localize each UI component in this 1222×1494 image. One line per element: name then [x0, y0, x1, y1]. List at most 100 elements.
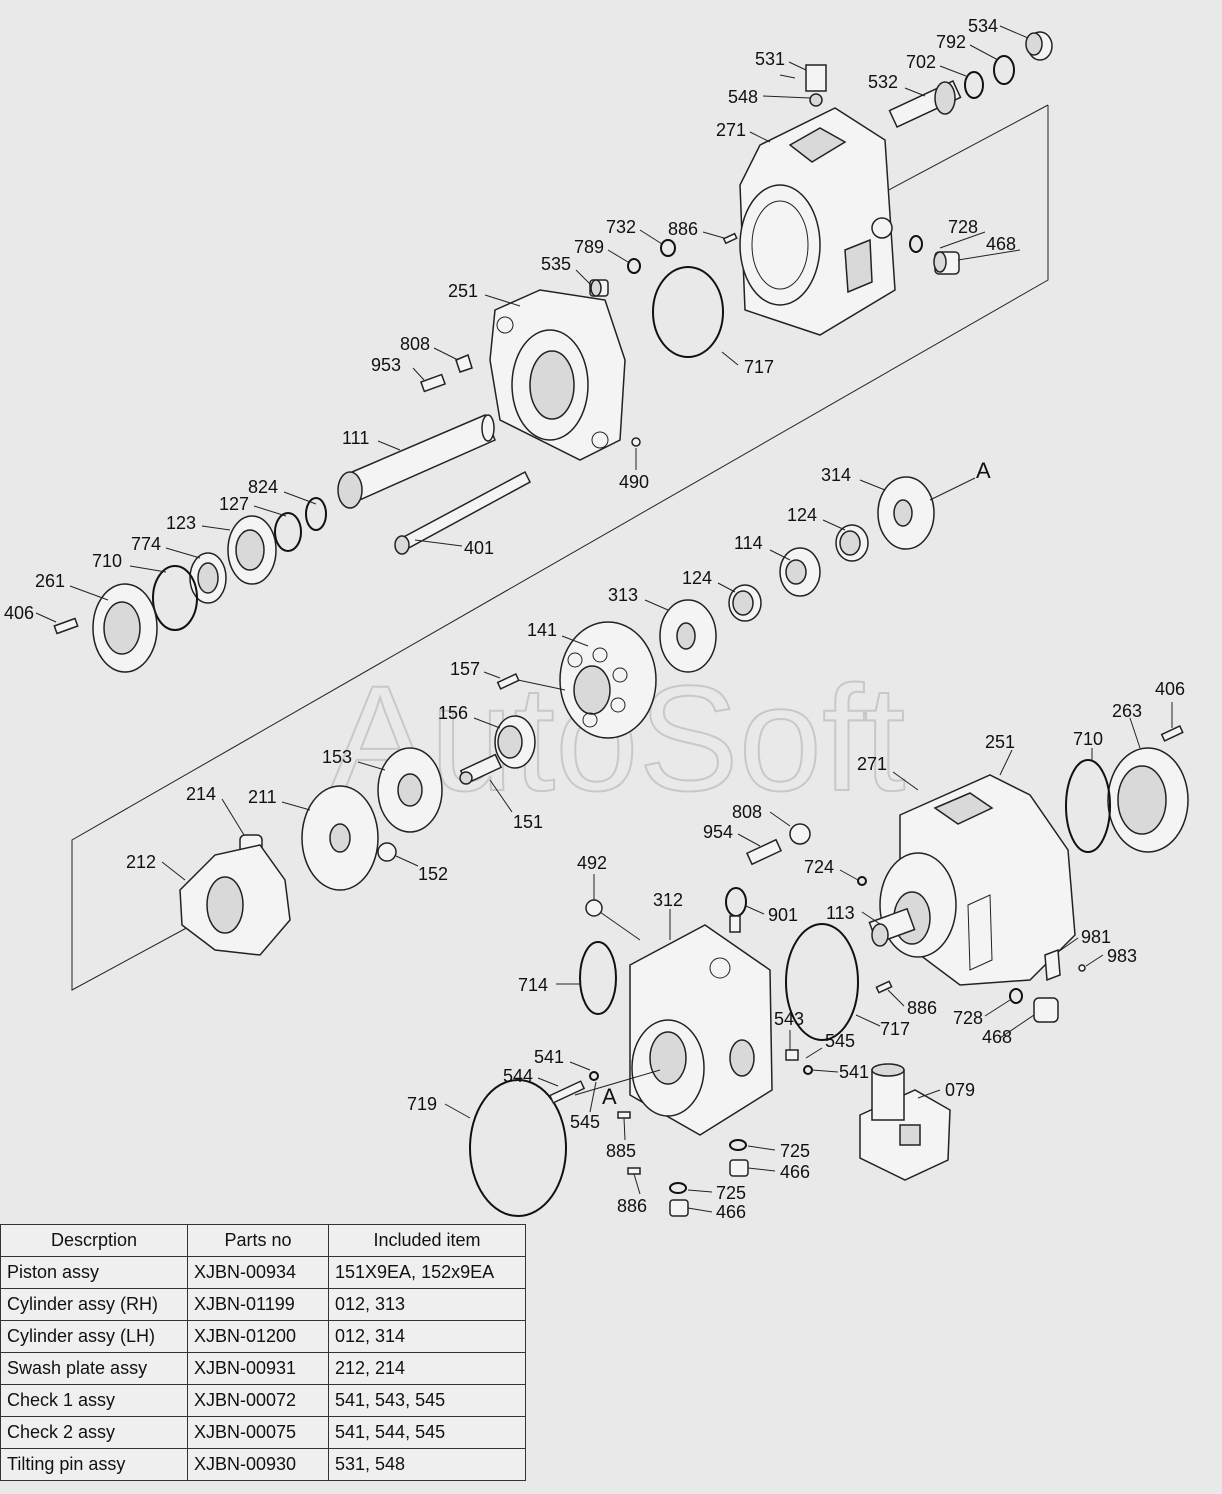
part-792-oring	[993, 55, 1015, 85]
part-532-stopper	[888, 80, 962, 128]
cell-parts-no: XJBN-00072	[187, 1384, 329, 1417]
part-886-pin	[722, 232, 738, 245]
part-901-eye-bolt	[725, 887, 747, 933]
table-row: Piston assy XJBN-00934 151X9EA, 152x9EA	[0, 1256, 526, 1289]
callout: 152	[418, 864, 448, 884]
part-531-tilting-pin	[805, 64, 827, 92]
part-406-bolt	[53, 617, 79, 635]
callout: 824	[248, 477, 278, 497]
part-124-needle-bearing	[835, 524, 869, 562]
part-954-setscrew	[745, 838, 783, 866]
table-row: Check 2 assy XJBN-00075 541, 544, 545	[0, 1416, 526, 1449]
part-725-oring-2	[669, 1182, 687, 1194]
column-header-description: Descrption	[0, 1224, 188, 1257]
callout: 113	[826, 903, 855, 923]
part-885-pin	[617, 1111, 631, 1119]
part-156-bushing	[494, 715, 536, 769]
callout: 728	[953, 1008, 983, 1028]
part-406-bolt-2	[1160, 725, 1184, 742]
callout: 728	[948, 217, 978, 237]
callout: 151	[513, 812, 543, 832]
cell-description: Cylinder assy (LH)	[0, 1320, 188, 1353]
callout: 886	[668, 219, 698, 239]
callout: 901	[768, 905, 798, 925]
callout: 534	[968, 16, 998, 36]
callout: 114	[734, 533, 763, 553]
callout: 714	[518, 975, 548, 995]
cell-included-item: 012, 314	[328, 1320, 526, 1353]
part-261-seal-cover	[92, 583, 158, 673]
callout: 808	[732, 802, 762, 822]
callout: 312	[653, 890, 683, 910]
part-543-stem	[785, 1049, 799, 1061]
part-541-seat-2	[803, 1065, 813, 1075]
cell-description: Tilting pin assy	[0, 1448, 188, 1481]
cell-included-item: 541, 544, 545	[328, 1416, 526, 1449]
table-header-row: Descrption Parts no Included item	[0, 1224, 526, 1257]
callout: 732	[606, 217, 636, 237]
callout: 531	[755, 49, 785, 69]
part-534-cap	[1025, 31, 1053, 61]
callout: 789	[574, 237, 604, 257]
cell-parts-no: XJBN-01199	[187, 1288, 329, 1321]
cell-included-item: 531, 548	[328, 1448, 526, 1481]
explosion-boundary	[71, 105, 1049, 991]
callout: 544	[503, 1066, 533, 1086]
callout: 532	[868, 72, 898, 92]
part-212-swash-plate	[179, 844, 291, 956]
callout: 211	[248, 787, 277, 807]
callout: 545	[825, 1031, 855, 1051]
part-466-plug-2	[669, 1199, 689, 1217]
callout: 953	[371, 355, 401, 375]
cell-description: Swash plate assy	[0, 1352, 188, 1385]
cell-parts-no: XJBN-00930	[187, 1448, 329, 1481]
column-header-parts-no: Parts no	[187, 1224, 329, 1257]
part-251-valve-plate	[489, 289, 626, 461]
callout: 123	[166, 513, 196, 533]
part-123-bearing	[227, 515, 277, 585]
part-211-shoe-plate	[301, 785, 379, 891]
leader-lines	[35, 25, 1173, 1213]
callout: 886	[907, 998, 937, 1018]
part-466-plug	[729, 1159, 749, 1177]
cell-parts-no: XJBN-01200	[187, 1320, 329, 1353]
callout: 490	[619, 472, 649, 492]
callout: 981	[1081, 927, 1111, 947]
callout: 725	[780, 1141, 810, 1161]
part-490-plug	[631, 437, 641, 447]
column-header-included-item: Included item	[328, 1224, 526, 1257]
callout: 545	[570, 1112, 600, 1132]
callout: 702	[906, 52, 936, 72]
callout: 157	[450, 659, 480, 679]
callout: 466	[780, 1162, 810, 1182]
cell-included-item: 541, 543, 545	[328, 1384, 526, 1417]
callout: 543	[774, 1009, 804, 1029]
part-263-cover	[1107, 747, 1189, 853]
table-row: Tilting pin assy XJBN-00930 531, 548	[0, 1448, 526, 1481]
explosion-boundary-top	[869, 104, 1049, 201]
part-127-spacer	[274, 512, 302, 552]
part-886-pin-2	[875, 980, 893, 994]
part-141-cylinder-block	[559, 621, 657, 739]
callout: 541	[839, 1062, 869, 1082]
part-492-plug	[585, 899, 603, 917]
table-row: Cylinder assy (LH) XJBN-01200 012, 314	[0, 1320, 526, 1353]
callout: 127	[219, 494, 249, 514]
cell-description: Check 1 assy	[0, 1384, 188, 1417]
callout: 466	[716, 1202, 746, 1222]
part-079-regulator	[859, 1063, 951, 1181]
callout: 492	[577, 853, 607, 873]
part-774-oil-seal	[189, 552, 227, 604]
callout: 468	[982, 1027, 1012, 1047]
part-157-spring	[496, 673, 520, 690]
callout: 406	[4, 603, 34, 623]
cell-included-item: 212, 214	[328, 1352, 526, 1385]
part-725-oring	[729, 1139, 747, 1151]
callout: 535	[541, 254, 571, 274]
callout: 717	[744, 357, 774, 377]
part-314-valve-plate	[877, 476, 935, 550]
part-719-oring	[469, 1079, 567, 1217]
callout: 124	[787, 505, 817, 525]
callout: 548	[728, 87, 758, 107]
callout: 111	[342, 428, 369, 448]
